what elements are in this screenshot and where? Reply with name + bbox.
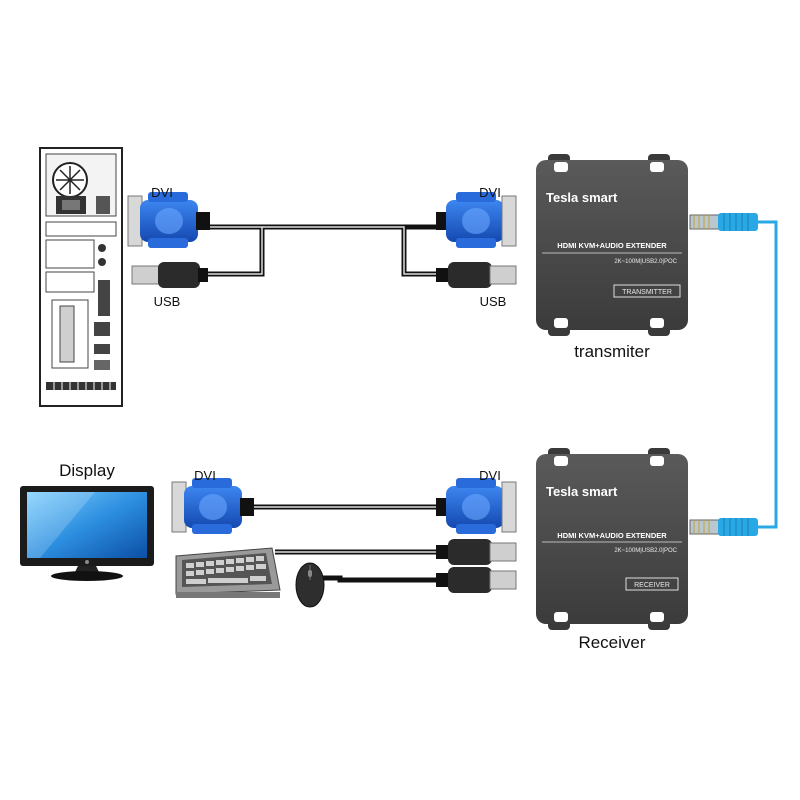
product-label: HDMI KVM+AUDIO EXTENDER xyxy=(557,241,667,250)
keyboard-icon xyxy=(175,547,281,598)
receiver-badge: RECEIVER xyxy=(634,582,670,589)
spec-label: 2K~100M|USB2.0|POC xyxy=(614,548,677,554)
dvi-label: DVI xyxy=(194,468,216,483)
dvi-connector xyxy=(127,192,210,248)
transmitter-caption: transmiter xyxy=(574,342,650,361)
brand-label: Tesla smart xyxy=(546,190,618,205)
usb-label: USB xyxy=(480,294,507,309)
receiver-device: Tesla smart HDMI KVM+AUDIO EXTENDER 2K~1… xyxy=(536,448,688,630)
product-label: HDMI KVM+AUDIO EXTENDER xyxy=(557,531,667,540)
usb-label: USB xyxy=(154,294,181,309)
dvi-label: DVI xyxy=(479,185,501,200)
usb-connector xyxy=(436,539,517,565)
receiver-caption: Receiver xyxy=(578,633,645,652)
dvi-label: DVI xyxy=(151,185,173,200)
spec-label: 2K~100M|USB2.0|POC xyxy=(614,259,677,265)
dvi-label: DVI xyxy=(479,468,501,483)
usb-connector xyxy=(436,262,517,288)
usb-connector xyxy=(131,262,208,288)
bottom-cable xyxy=(250,504,440,583)
display-label: Display xyxy=(59,461,115,480)
usb-connector xyxy=(436,567,517,593)
mouse-icon xyxy=(295,562,325,608)
brand-label: Tesla smart xyxy=(546,484,618,499)
pc-tower xyxy=(39,147,123,407)
network-cable xyxy=(689,213,778,536)
dvi-connector xyxy=(436,478,517,534)
dvi-connector xyxy=(436,192,517,248)
transmitter-device: Tesla smart HDMI KVM+AUDIO EXTENDER 2K~1… xyxy=(536,154,688,336)
transmitter-badge: TRANSMITTER xyxy=(622,289,672,296)
dvi-connector xyxy=(171,478,254,534)
monitor-icon xyxy=(20,486,154,581)
